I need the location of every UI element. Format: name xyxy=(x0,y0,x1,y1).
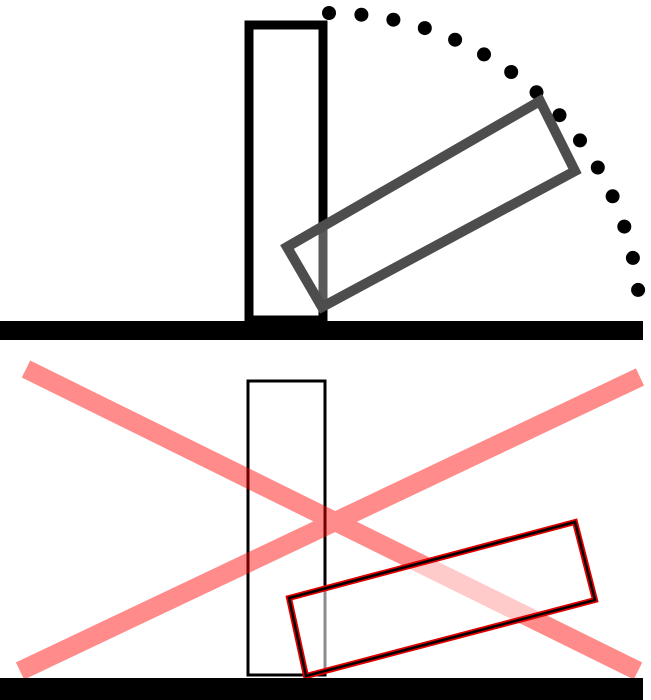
bottom-panel xyxy=(0,360,645,700)
top-panel xyxy=(0,6,646,340)
arc-dot xyxy=(448,32,463,47)
arc-dot xyxy=(386,12,401,27)
upright-block xyxy=(244,20,328,325)
cross-mark xyxy=(15,360,645,680)
arc-dot xyxy=(590,160,605,175)
arc-dot xyxy=(504,65,519,79)
misplaced-block-inner-outline xyxy=(287,520,597,678)
arc-dot xyxy=(605,189,620,204)
upright-block-outline xyxy=(246,379,327,677)
arc-dot xyxy=(322,6,336,20)
arc-dot xyxy=(417,21,432,36)
cross-mark-line-2 xyxy=(15,368,645,680)
arc-dot xyxy=(573,133,587,148)
ground-line-top xyxy=(0,321,643,340)
misplaced-block xyxy=(285,518,599,680)
arc-dot xyxy=(625,250,640,265)
tipped-block xyxy=(280,94,582,314)
ground-line-bottom xyxy=(0,678,643,700)
arc-dot xyxy=(631,282,646,297)
arc-dot xyxy=(617,219,632,234)
cross-mark-line-1 xyxy=(21,360,643,680)
arc-dot xyxy=(477,47,491,62)
arc-dot xyxy=(354,7,369,22)
rotation-arc-dots xyxy=(322,6,646,297)
arc-dot xyxy=(552,108,567,123)
